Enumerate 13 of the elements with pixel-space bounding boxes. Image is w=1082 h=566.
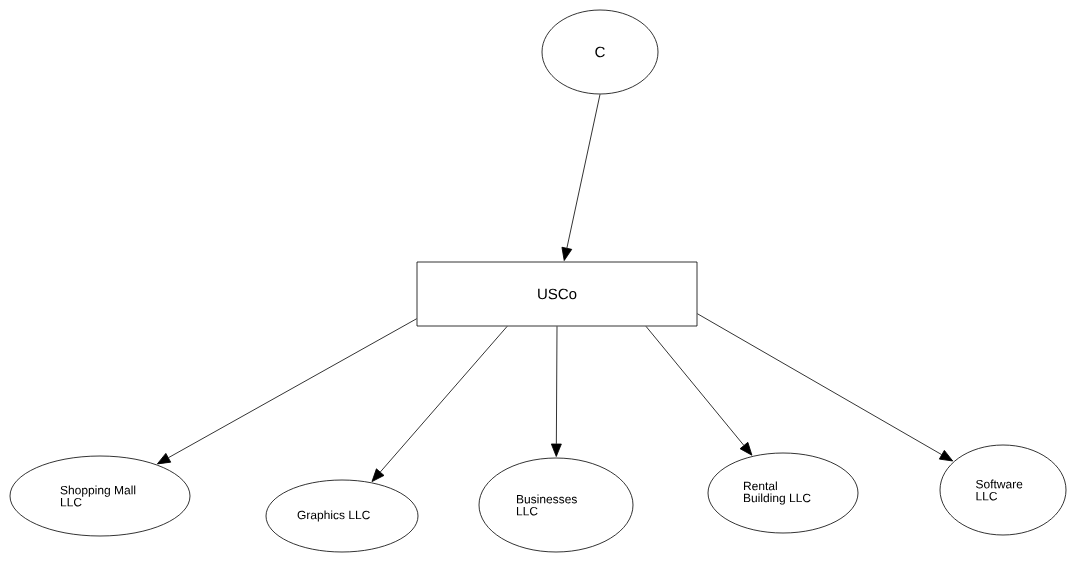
- rectangle-node: USCo: [416, 261, 698, 327]
- ellipse-node: Businesses LLC: [478, 457, 634, 553]
- arrow: [561, 94, 601, 261]
- ellipse-node: C: [541, 9, 659, 95]
- ellipse-node: Software LLC: [939, 444, 1067, 536]
- arrow: [371, 326, 508, 482]
- ellipse-node: Rental Building LLC: [707, 452, 859, 534]
- ellipse-node: Shopping Mall LLC: [9, 455, 191, 537]
- arrow: [156, 318, 417, 465]
- ellipse-node: Graphics LLC: [265, 479, 419, 553]
- arrow: [550, 326, 562, 457]
- arrow: [645, 326, 753, 456]
- arrow: [697, 313, 954, 462]
